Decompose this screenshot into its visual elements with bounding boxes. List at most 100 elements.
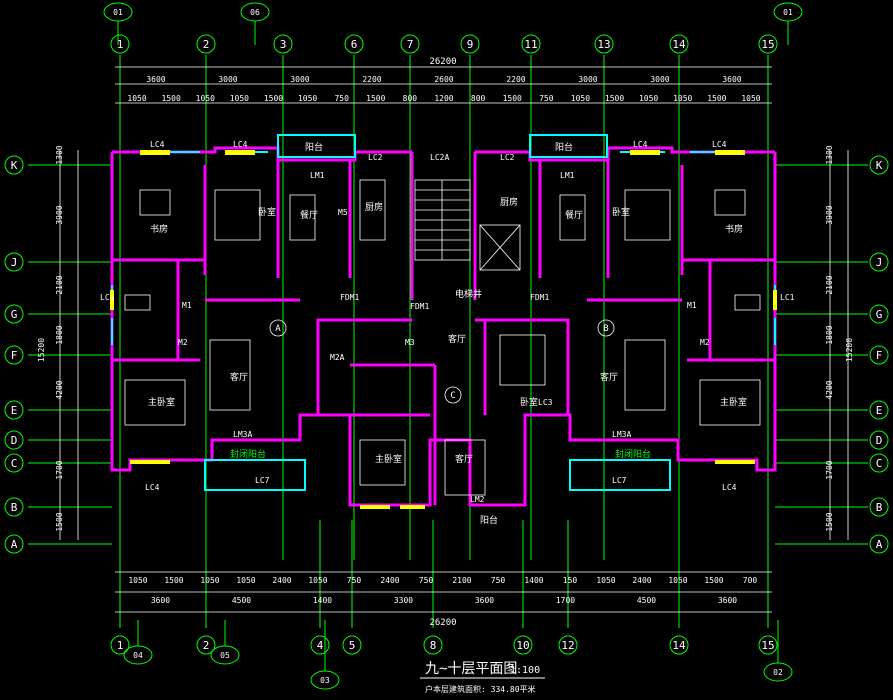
axis-bubble-top-4-circle <box>400 34 420 54</box>
unit-marker-b <box>597 319 615 337</box>
dim-right-4: 4200 <box>825 380 834 399</box>
callout-bottom-1: 04 <box>133 651 143 660</box>
tag-lm1-1: LM1 <box>310 171 325 180</box>
dim-right-6: 1500 <box>825 512 834 531</box>
axis-bubble-right-5-label: D <box>876 434 883 447</box>
windows <box>111 134 776 491</box>
drawing-title: 九~十层平面图 <box>425 661 517 677</box>
axis-bubble-right-4-label: E <box>876 404 883 417</box>
axis-bubble-left-2-circle <box>4 304 24 324</box>
axis-bubble-bottom-2: 4 <box>310 635 330 655</box>
tag-fdm1-3: FDM1 <box>530 293 549 302</box>
dimension-lines <box>59 66 849 613</box>
axis-bubble-top-2-circle <box>273 34 293 54</box>
axis-bubble-top-0-circle <box>110 34 130 54</box>
axis-bubble-top-3-circle <box>344 34 364 54</box>
axis-bubble-bottom-4: 8 <box>423 635 443 655</box>
axis-bubble-right-8: A <box>869 534 889 554</box>
axis-bubble-left-1-circle <box>4 252 24 272</box>
unit-marker-labels: A B C <box>275 324 608 401</box>
overall-dimensions: 26200 26200 <box>429 57 456 628</box>
axis-bubble-bottom-8-circle <box>758 635 778 655</box>
axis-bubble-left-4-circle <box>4 400 24 420</box>
axis-bubble-top-7-label: 13 <box>597 38 610 51</box>
axis-bubble-left-8: A <box>4 534 24 554</box>
axis-bubble-top-5-label: 9 <box>467 38 474 51</box>
axis-bubble-top-1-circle <box>196 34 216 54</box>
axis-bubble-bottom-3-circle <box>342 635 362 655</box>
dim-bottom-minor-3: 1050 <box>236 576 255 585</box>
room-label-bedroom-center: 卧室 <box>520 396 538 408</box>
tag-lc4-6: LC4 <box>722 483 737 492</box>
dim-bottom-minor-0: 1050 <box>128 576 147 585</box>
unit-label-b: B <box>603 324 608 334</box>
dim-bottom-major-5: 1700 <box>556 596 575 605</box>
axis-bubble-right-7-label: B <box>876 501 883 514</box>
furniture <box>124 179 761 496</box>
axis-bubble-top-8-circle <box>669 34 689 54</box>
dim-right-5: 1700 <box>825 460 834 479</box>
axis-bubble-right-0-label: K <box>876 159 883 172</box>
dim-top-major-4: 2600 <box>434 75 453 84</box>
tag-m2a: M2A <box>330 353 345 362</box>
axis-bubble-bottom-8: 15 <box>758 635 778 655</box>
axis-bubble-bottom-6-label: 12 <box>561 639 574 652</box>
axis-bubble-bottom-5-label: 10 <box>516 639 529 652</box>
dim-top-minor-6: 750 <box>334 94 349 103</box>
overall-dim-top: 26200 <box>429 57 456 67</box>
axis-bubble-bottom-6: 12 <box>558 635 578 655</box>
unit-marker-c <box>444 386 462 404</box>
axis-bubble-left-0-circle <box>4 155 24 175</box>
dim-top-minor-16: 1050 <box>673 94 692 103</box>
dim-bottom-minor-12: 150 <box>563 576 578 585</box>
tag-lc4-1: LC4 <box>150 140 165 149</box>
axis-bubble-left-2: G <box>4 304 24 324</box>
axis-bubble-right-0: K <box>869 155 889 175</box>
axis-bubble-top-1: 2 <box>196 34 216 54</box>
dim-top-major-0: 3600 <box>146 75 165 84</box>
axis-bubble-top-3: 6 <box>344 34 364 54</box>
tag-m3: M3 <box>405 338 415 347</box>
axis-bubble-right-2: G <box>869 304 889 324</box>
axis-bubble-left-3: F <box>4 345 24 365</box>
axis-bubble-right-8-circle <box>869 534 889 554</box>
drawing-scale: 1:100 <box>510 665 540 676</box>
room-label-elevator: 电梯井 <box>455 288 482 300</box>
axis-bubble-top-5: 9 <box>460 34 480 54</box>
detail-callout-labels: 01 06 01 04 05 03 02 <box>113 8 793 685</box>
axis-bubble-right-4: E <box>869 400 889 420</box>
dim-top-major-2: 3000 <box>290 75 309 84</box>
dim-top-minor-18: 1050 <box>741 94 760 103</box>
room-label-sealed-balcony-left: 封闭阳台 <box>230 448 266 460</box>
room-label-balcony-center: 阳台 <box>480 514 498 526</box>
tag-lc3: LC3 <box>538 398 553 407</box>
room-label-dining-right: 餐厅 <box>565 209 583 221</box>
dim-bottom-minor-15: 1050 <box>668 576 687 585</box>
dim-right-0: 1300 <box>825 145 834 164</box>
tag-m5: M5 <box>338 208 348 217</box>
axis-bubble-bottom-4-label: 8 <box>430 639 437 652</box>
tag-m1-1: M1 <box>182 301 192 310</box>
tag-lc1-1: LC1 <box>100 293 115 302</box>
room-labels: 书房 书房 卧室 卧室 餐厅 餐厅 厨房 厨房 客厅 客厅 主卧室 主卧室 封闭… <box>148 141 747 526</box>
axis-bubble-bottom-1-circle <box>196 635 216 655</box>
overall-dim-bottom: 26200 <box>429 618 456 628</box>
axis-bubble-right-1: J <box>869 252 889 272</box>
tag-fdm1-2: FDM1 <box>410 302 429 311</box>
walls <box>110 146 777 507</box>
axis-bubble-right-6: C <box>869 453 889 473</box>
tag-lc7-2: LC7 <box>612 476 627 485</box>
axis-bubble-left-3-label: F <box>11 349 18 362</box>
room-label-balcony-left: 阳台 <box>305 141 323 153</box>
dim-bottom-minor-6: 750 <box>347 576 362 585</box>
axis-bubble-right-5: D <box>869 430 889 450</box>
dim-top-minor-9: 1200 <box>434 94 453 103</box>
axis-bubble-bottom-5-circle <box>513 635 533 655</box>
axis-bubble-left-5-label: D <box>11 434 18 447</box>
dim-bottom-major-4: 3600 <box>475 596 494 605</box>
dim-bottom-major-0: 3600 <box>151 596 170 605</box>
dim-top-minor-11: 1500 <box>503 94 522 103</box>
dim-left-4: 4200 <box>55 380 64 399</box>
axis-bubble-right-5-circle <box>869 430 889 450</box>
dim-right-total: 15200 <box>845 338 854 362</box>
